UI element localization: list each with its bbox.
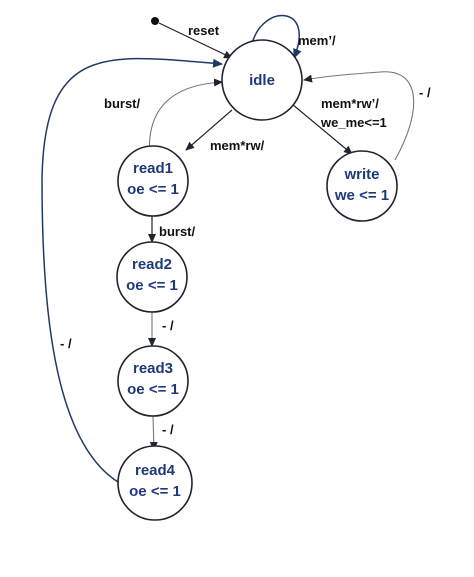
state-read3-action: oe <= 1 xyxy=(127,381,179,398)
state-read3: read3 oe <= 1 xyxy=(117,345,189,417)
idle-self-loop xyxy=(251,14,302,59)
label-read1-to-idle: burst/ xyxy=(104,96,141,111)
state-read4: read4 oe <= 1 xyxy=(117,445,193,521)
reset-arrow xyxy=(158,22,233,59)
state-read1-name: read1 xyxy=(133,160,173,177)
read3-to-read4-arrow xyxy=(149,415,158,451)
label-read1-to-read2: burst/ xyxy=(159,224,196,239)
read1-to-idle-arrow xyxy=(148,78,223,161)
label-read3-to-read4: - / xyxy=(162,422,174,437)
state-read2-name: read2 xyxy=(132,256,172,273)
state-write-name: write xyxy=(343,166,379,183)
label-read2-to-read3: - / xyxy=(162,318,174,333)
state-write-action: we <= 1 xyxy=(334,187,389,204)
state-read2-action: oe <= 1 xyxy=(126,277,178,294)
state-read4-action: oe <= 1 xyxy=(129,483,181,500)
state-read2: read2 oe <= 1 xyxy=(116,241,188,313)
state-read3-name: read3 xyxy=(133,360,173,377)
state-read4-name: read4 xyxy=(135,462,176,479)
idle-to-read1-arrow xyxy=(185,109,233,151)
label-reset: reset xyxy=(188,23,220,38)
label-idle-to-write-1: mem*rw’/ xyxy=(321,96,379,111)
label-read4-to-idle: - / xyxy=(60,336,72,351)
reset-start-dot xyxy=(151,17,159,25)
state-idle-name: idle xyxy=(249,72,275,89)
state-idle: idle xyxy=(221,39,303,121)
state-write: write we <= 1 xyxy=(326,150,398,222)
idle-to-write-arrow xyxy=(291,103,353,155)
label-idle-to-read1: mem*rw/ xyxy=(210,138,265,153)
label-idle-self: mem’/ xyxy=(298,33,336,48)
label-idle-to-write-2: we_me<=1 xyxy=(320,115,387,130)
label-write-to-idle: - / xyxy=(419,85,431,100)
state-read1-action: oe <= 1 xyxy=(127,181,179,198)
state-read1: read1 oe <= 1 xyxy=(117,145,189,217)
read4-to-idle-arrow xyxy=(41,57,223,483)
write-to-idle-arrow xyxy=(303,71,415,161)
